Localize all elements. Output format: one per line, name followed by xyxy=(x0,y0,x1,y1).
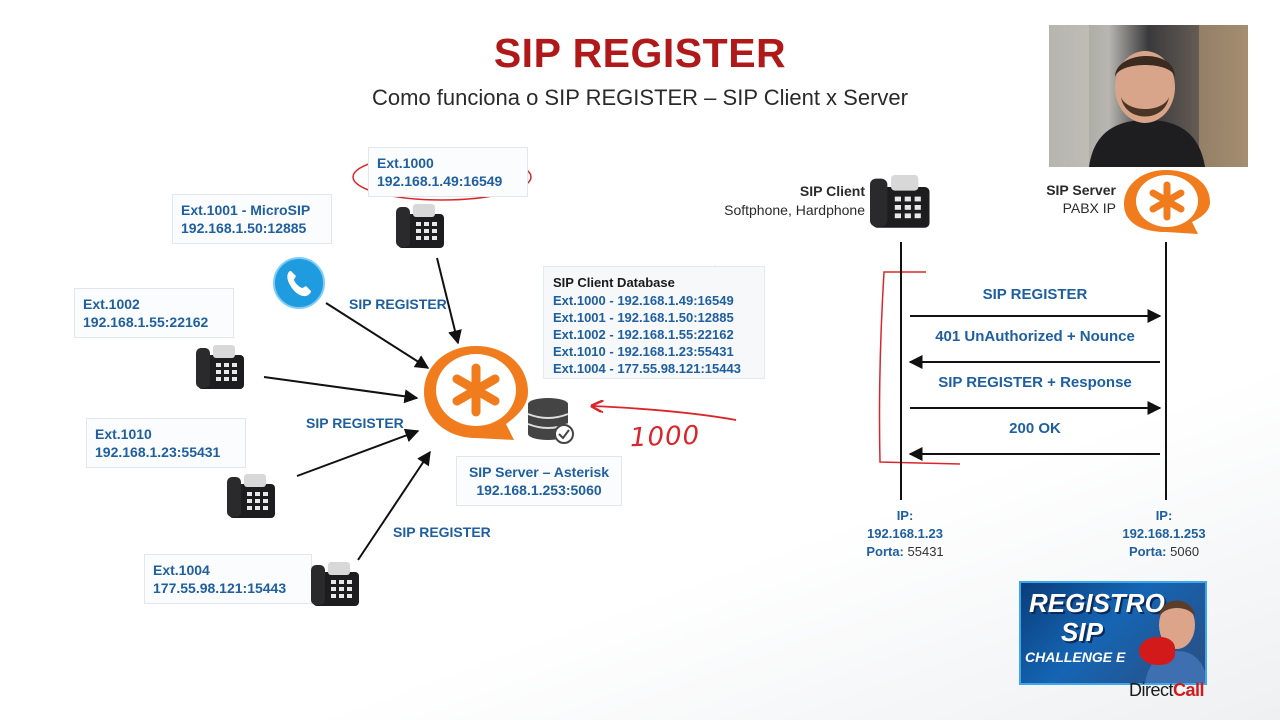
client-port: 55431 xyxy=(907,544,944,559)
seq-message-1: SIP REGISTER xyxy=(982,286,1088,303)
ext-1010-addr: 192.168.1.23:55431 xyxy=(95,444,221,460)
desk-phone-icon xyxy=(311,562,359,606)
ext-1004-addr: 177.55.98.121:15443 xyxy=(153,580,287,596)
database-icon xyxy=(527,398,574,444)
desk-phone-icon xyxy=(396,204,444,248)
call-handset-icon xyxy=(273,257,325,309)
sip-server-box: SIP Server – Asterisk 192.168.1.253:5060 xyxy=(456,456,622,506)
sip-server-name: SIP Server – Asterisk xyxy=(468,464,610,480)
sip-server-addr: 192.168.1.253:5060 xyxy=(476,482,602,498)
seq-message-4: 200 OK xyxy=(1009,420,1061,437)
database-row: Ext.1004 - 177.55.98.121:15443 xyxy=(553,361,741,376)
database-row: Ext.1000 - 192.168.1.49:16549 xyxy=(553,293,734,308)
sip-server-header: SIP Server PABX IP xyxy=(1020,181,1116,217)
seq-message-3: SIP REGISTER + Response xyxy=(938,374,1132,391)
desk-phone-icon xyxy=(870,175,930,228)
sip-client-database: SIP Client Database Ext.1000 - 192.168.1… xyxy=(543,266,765,379)
database-title: SIP Client Database xyxy=(553,275,675,290)
register-label-top: SIP REGISTER xyxy=(349,296,447,312)
database-row: Ext.1002 - 192.168.1.55:22162 xyxy=(553,327,734,342)
presenter-silhouette xyxy=(1049,25,1248,167)
thumbnail-presenter xyxy=(1145,600,1205,683)
register-label-bottom: SIP REGISTER xyxy=(393,524,491,540)
ext-1004-name: Ext.1004 xyxy=(153,562,210,578)
sip-client-title: SIP Client xyxy=(799,183,865,199)
server-ip-block: IP: 192.168.1.253 Porta: 5060 xyxy=(1104,507,1224,561)
client-port-label: Porta: xyxy=(866,544,904,559)
brand-d-icon xyxy=(1139,637,1175,665)
arrow-ext1002 xyxy=(263,376,419,404)
server-port: 5060 xyxy=(1170,544,1200,559)
sip-client-subtitle: Softphone, Hardphone xyxy=(724,202,865,218)
ext-1000-name: Ext.1000 xyxy=(377,155,434,171)
thumbnail-line3: CHALLENGE E xyxy=(1025,649,1126,665)
client-ip-label: IP: xyxy=(896,508,914,523)
ext-1002-name: Ext.1002 xyxy=(83,296,140,312)
server-ip-label: IP: xyxy=(1155,508,1173,523)
seq-message-2: 401 UnAuthorized + Nounce xyxy=(935,328,1135,345)
ext-1002-box: Ext.1002 192.168.1.55:22162 xyxy=(74,288,234,338)
desk-phone-icon xyxy=(227,474,275,518)
brand-part1: Direct xyxy=(1129,680,1174,700)
sip-client-header: SIP Client Softphone, Hardphone xyxy=(700,182,865,220)
ext-1001-box: Ext.1001 - MicroSIP 192.168.1.50:12885 xyxy=(172,194,332,244)
arrow-ext1001 xyxy=(325,302,430,369)
sip-server-title: SIP Server xyxy=(1046,182,1116,198)
thumbnail-line1: REGISTRO xyxy=(1029,588,1165,618)
video-thumbnail[interactable]: REGISTRO SIP CHALLENGE E xyxy=(1019,581,1207,685)
ext-1002-addr: 192.168.1.55:22162 xyxy=(83,314,209,330)
annotation-arrow-db xyxy=(592,406,737,421)
ext-1001-name: Ext.1001 - MicroSIP xyxy=(181,202,311,218)
ext-1000-box: Ext.1000 192.168.1.49:16549 xyxy=(368,147,528,197)
desk-phone-icon xyxy=(196,345,244,389)
page-title: SIP REGISTER xyxy=(493,30,787,76)
webcam-video xyxy=(1049,25,1248,167)
sip-server-subtitle: PABX IP xyxy=(1062,200,1116,216)
brand-logo: DirectCall xyxy=(1129,680,1205,701)
database-row: Ext.1010 - 192.168.1.23:55431 xyxy=(553,344,734,359)
database-row: Ext.1001 - 192.168.1.50:12885 xyxy=(553,310,734,325)
thumbnail-line2: SIP xyxy=(1061,617,1103,647)
arrow-ext1000 xyxy=(436,257,462,345)
brand-part2: Call xyxy=(1173,680,1205,700)
page-subtitle: Como funciona o SIP REGISTER – SIP Clien… xyxy=(372,85,908,110)
server-ip: 192.168.1.253 xyxy=(1122,526,1206,541)
ext-1004-box: Ext.1004 177.55.98.121:15443 xyxy=(144,554,312,604)
arrow-ext1004 xyxy=(357,450,431,561)
ext-1010-name: Ext.1010 xyxy=(95,426,152,442)
ext-1001-addr: 192.168.1.50:12885 xyxy=(181,220,307,236)
ext-1000-addr: 192.168.1.49:16549 xyxy=(377,173,503,189)
server-port-label: Porta: xyxy=(1128,544,1167,559)
asterisk-logo-icon xyxy=(424,346,528,440)
annotation-bracket-seq xyxy=(878,271,961,465)
asterisk-logo-icon xyxy=(1124,170,1210,234)
handwritten-annotation: 1000 xyxy=(629,420,701,454)
arrow-ext1010 xyxy=(296,428,420,477)
ext-1010-box: Ext.1010 192.168.1.23:55431 xyxy=(86,418,246,468)
register-label-middle: SIP REGISTER xyxy=(306,415,404,431)
client-ip: 192.168.1.23 xyxy=(867,526,943,541)
client-ip-block: IP: 192.168.1.23 Porta: 55431 xyxy=(845,507,965,561)
